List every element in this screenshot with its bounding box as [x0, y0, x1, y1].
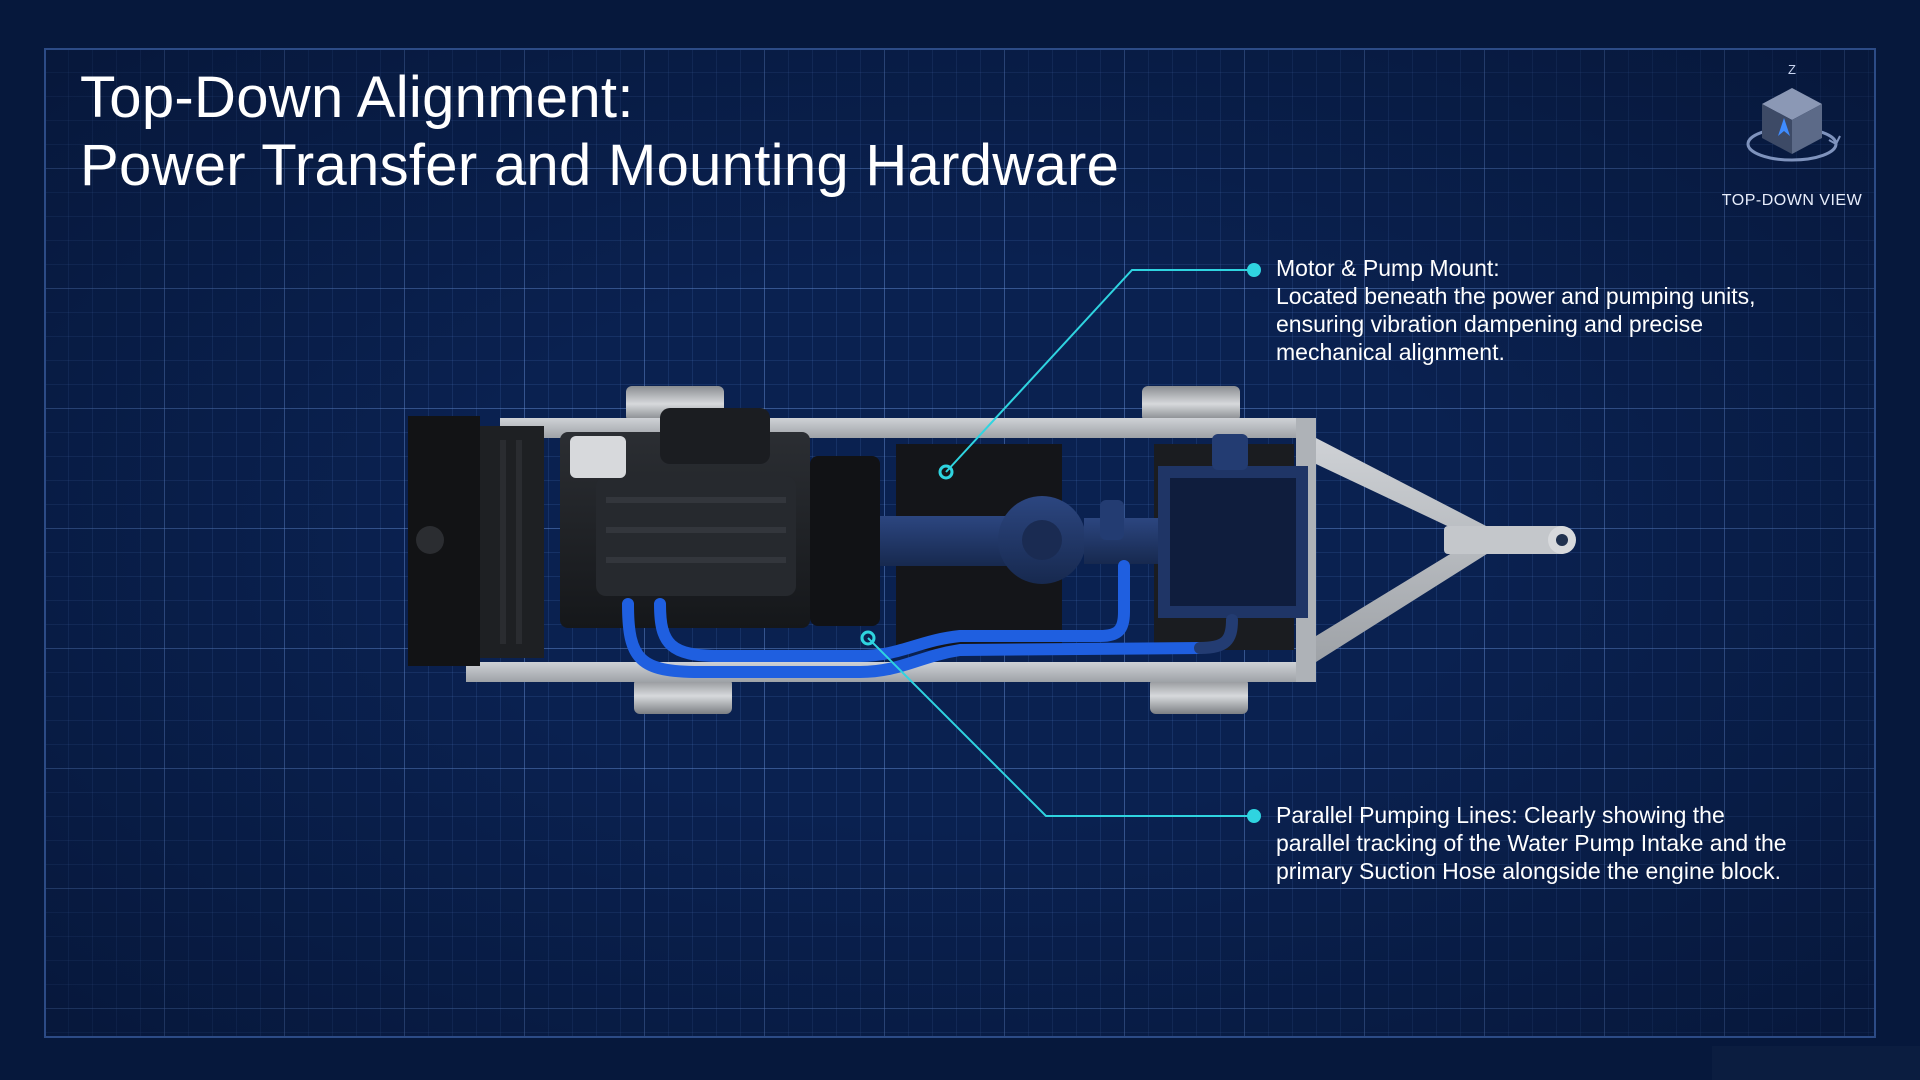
view-cube-icon[interactable]: [1712, 58, 1872, 188]
hitch-bar: [1444, 526, 1566, 554]
callout-motor-pump-mount: Motor & Pump Mount: Located beneath the …: [1276, 254, 1796, 366]
leader-dot-hoses: [1247, 809, 1261, 823]
callout-parallel-pumping-lines: Parallel Pumping Lines: Clearly showing …: [1276, 801, 1796, 885]
suction-hoses: [622, 560, 1238, 678]
radiator: [408, 416, 544, 666]
leader-line-hoses: [867, 637, 1254, 817]
page-title: Top-Down Alignment: Power Transfer and M…: [80, 64, 1119, 200]
view-indicator[interactable]: Z TOP-DOWN VIEW: [1712, 58, 1872, 218]
wheel-rear-right: [1150, 678, 1248, 714]
tow-tongue: [1316, 438, 1490, 662]
callout-heading: Motor & Pump Mount:: [1276, 255, 1500, 281]
wheel-front-right: [634, 678, 732, 714]
title-line-2: Power Transfer and Mounting Hardware: [80, 133, 1120, 198]
leader-anchor-mount: [938, 464, 954, 480]
z-axis-label: Z: [1788, 62, 1796, 77]
callout-text: Located beneath the power and pumping un…: [1276, 283, 1756, 365]
view-label: TOP-DOWN VIEW: [1721, 192, 1863, 209]
leader-dot-mount: [1247, 263, 1261, 277]
leader-line-mount: [945, 269, 1254, 473]
wheels: [626, 386, 1248, 714]
corner-overlay: [1712, 1046, 1920, 1080]
engine-block: [560, 408, 880, 628]
leader-anchor-hoses: [860, 630, 876, 646]
callout-text: Parallel Pumping Lines: Clearly showing …: [1276, 802, 1787, 884]
water-pump-intake-box: [1158, 434, 1308, 618]
hitch-hole: [1556, 534, 1568, 546]
drive-shaft-and-pump: [880, 496, 1172, 584]
wheel-rear-left: [1142, 386, 1240, 422]
title-line-1: Top-Down Alignment:: [80, 65, 634, 130]
